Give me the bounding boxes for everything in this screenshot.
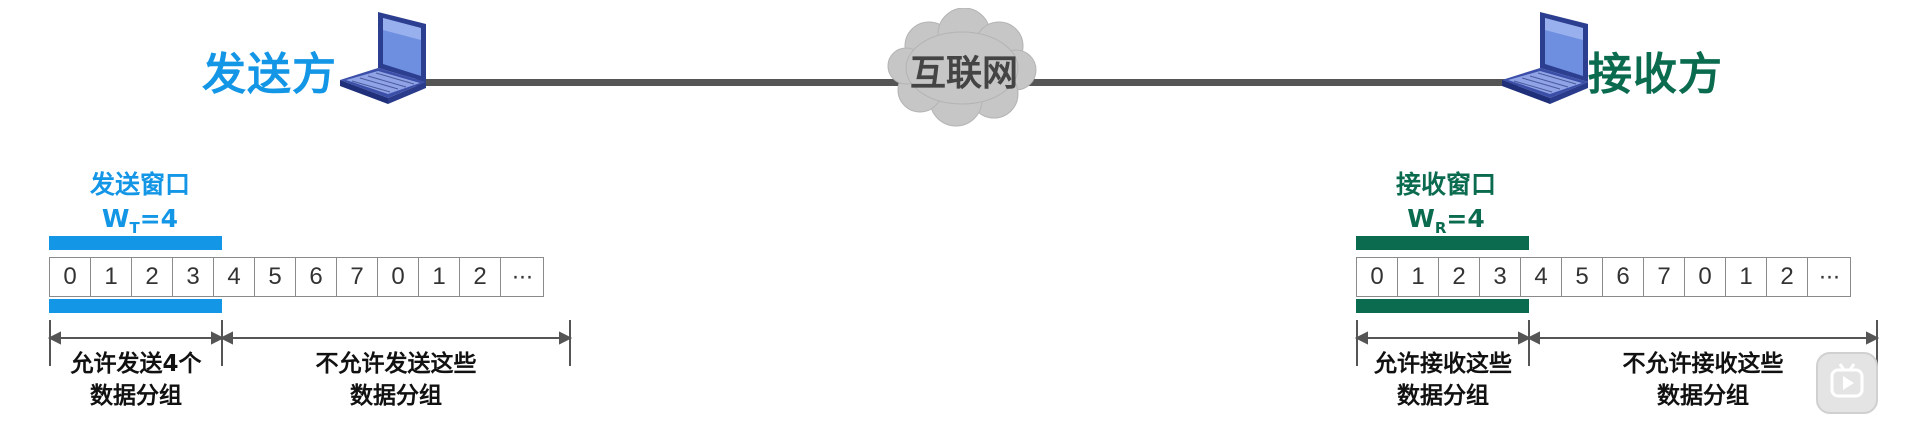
- internet-cloud-icon: [887, 8, 1037, 127]
- sender-window-size-value: =4: [139, 204, 179, 233]
- sequence-cell: 3: [1479, 257, 1521, 297]
- sender-window-size-prefix: W: [101, 204, 130, 233]
- receiver-window-name: 接收窗口: [1395, 170, 1496, 199]
- sequence-cell: 7: [1643, 257, 1685, 297]
- receiver-window-band-top: [1356, 236, 1529, 250]
- receiver-allowed-caption: 允许接收这些 数据分组: [1357, 348, 1529, 412]
- sequence-cell: 0: [377, 257, 419, 297]
- sender-window-band-bottom: [49, 299, 222, 313]
- receiver-window-size-value: =4: [1446, 204, 1485, 233]
- play-button[interactable]: [1816, 352, 1878, 414]
- sender-window-band-top: [49, 236, 222, 250]
- sequence-cell: 5: [1561, 257, 1603, 297]
- receiver-window-size-prefix: W: [1407, 204, 1435, 233]
- sender-allowed-caption: 允许发送4个 数据分组: [50, 348, 222, 412]
- sequence-cell: 4: [1520, 257, 1562, 297]
- sequence-cell: 2: [1438, 257, 1480, 297]
- sender-denied-line1: 不允许发送这些: [315, 351, 477, 377]
- sequence-cell: ···: [1807, 257, 1851, 297]
- sender-window-name: 发送窗口: [89, 170, 190, 199]
- sequence-cell: 1: [1397, 257, 1439, 297]
- sequence-cell: 0: [49, 257, 91, 297]
- sequence-cell: 4: [213, 257, 255, 297]
- receiver-laptop-icon: [1502, 12, 1588, 104]
- sequence-cell: 1: [1725, 257, 1767, 297]
- receiver-denied-line2: 数据分组: [1657, 383, 1749, 409]
- receiver-denied-caption: 不允许接收这些 数据分组: [1529, 348, 1877, 412]
- sender-allowed-line1: 允许发送4个: [70, 351, 202, 377]
- sender-laptop-icon: [340, 12, 426, 104]
- receiver-window-title: 接收窗口 WR=4: [1346, 168, 1546, 245]
- sequence-cell: 2: [459, 257, 501, 297]
- receiver-label: 接收方: [1588, 49, 1723, 100]
- receiver-range-arrows: [1354, 320, 1880, 366]
- sender-window-size-subscript: T: [129, 219, 140, 237]
- sender-label: 发送方: [202, 49, 337, 100]
- sender-window-title: 发送窗口 WT=4: [40, 168, 240, 245]
- internet-label: 互联网: [909, 53, 1018, 94]
- sender-denied-line2: 数据分组: [350, 383, 442, 409]
- sequence-cell: 5: [254, 257, 296, 297]
- sender-range-arrows: [47, 320, 573, 366]
- sequence-cell: 2: [1766, 257, 1808, 297]
- sender-window-size: WT=4: [40, 202, 240, 245]
- receiver-window-size-subscript: R: [1434, 219, 1447, 237]
- sequence-cell: 6: [1602, 257, 1644, 297]
- play-icon: [1830, 363, 1864, 398]
- receiver-window-size: WR=4: [1346, 202, 1546, 245]
- sequence-cell: 6: [295, 257, 337, 297]
- receiver-allowed-line2: 数据分组: [1397, 383, 1489, 409]
- sender-denied-caption: 不允许发送这些 数据分组: [222, 348, 570, 412]
- sequence-cell: ···: [500, 257, 544, 297]
- receiver-allowed-line1: 允许接收这些: [1374, 351, 1512, 377]
- sequence-cell: 0: [1356, 257, 1398, 297]
- sequence-cell: 0: [1684, 257, 1726, 297]
- sender-allowed-line2: 数据分组: [90, 383, 182, 409]
- sequence-cell: 7: [336, 257, 378, 297]
- sequence-cell: 2: [131, 257, 173, 297]
- receiver-denied-line1: 不允许接收这些: [1622, 351, 1784, 377]
- sequence-cell: 1: [90, 257, 132, 297]
- receiver-window-band-bottom: [1356, 299, 1529, 313]
- sequence-cell: 1: [418, 257, 460, 297]
- sequence-cell: 3: [172, 257, 214, 297]
